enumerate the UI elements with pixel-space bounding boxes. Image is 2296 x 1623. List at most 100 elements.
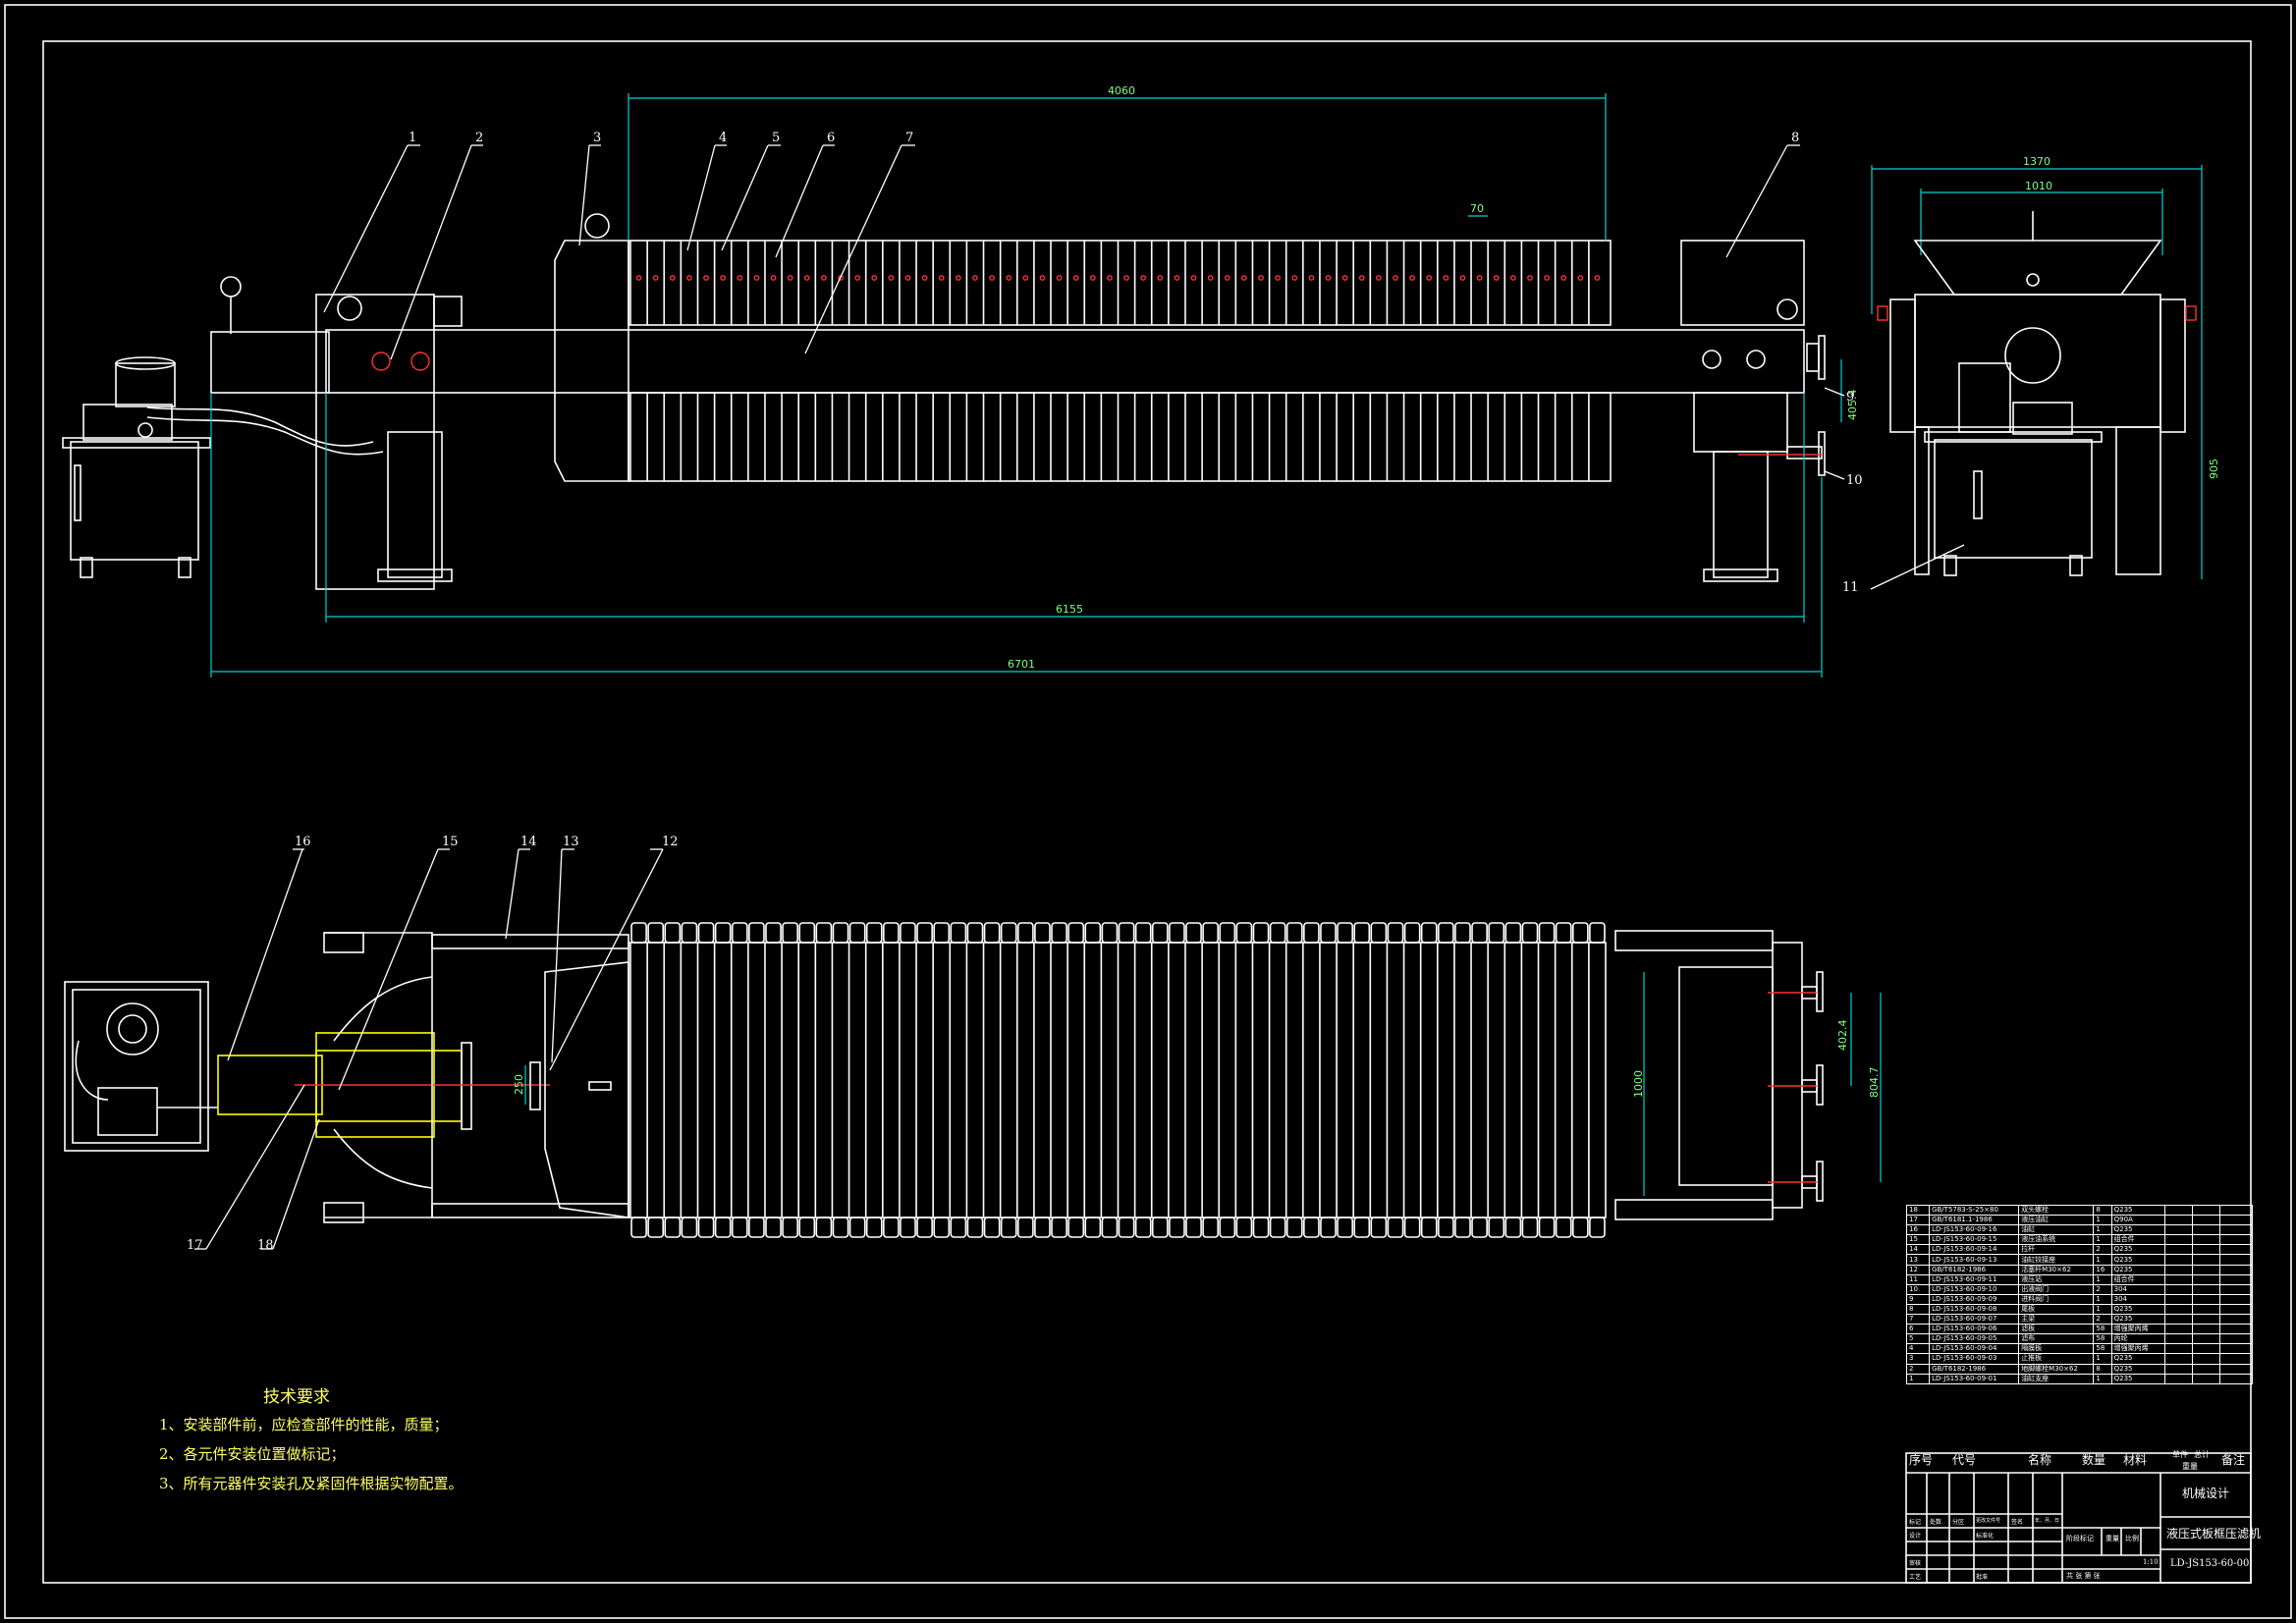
table-cell-empty [2164,1314,2194,1325]
plate-port [1358,275,1365,281]
table-cell-empty [2192,1254,2221,1266]
plate-port [686,275,692,281]
balloon-9: 9 [1846,390,1854,405]
table-cell: 2 [2093,1314,2112,1325]
table-cell-empty [2164,1283,2194,1295]
table-cell: Q235 [2110,1264,2166,1275]
plate-pack-bottom [628,392,1612,482]
plate-handle [1589,1217,1606,1238]
table-cell-empty [2219,1283,2253,1295]
table-cell: 液压站 [2018,1273,2095,1285]
plate-port [1509,275,1516,281]
plate-handle [1471,1217,1488,1238]
plate-handle [1151,1217,1169,1238]
plate-handle [815,1217,833,1238]
plate-port [652,275,659,281]
plate-handle [1202,922,1220,944]
table-cell: 双头螺栓 [2018,1204,2095,1217]
balloon-16: 16 [295,835,311,849]
plate-port [1157,275,1164,281]
sheet-border-outer [4,4,2292,1619]
table-cell-empty [2164,1343,2194,1355]
top-view-leaders: 16 15 14 13 12 17 18 [187,835,679,1253]
dim-side-inner: 1010 [2025,180,2052,192]
plate-handle [1471,922,1488,944]
table-cell: 2 [2093,1244,2112,1256]
table-cell: 58 [2093,1333,2112,1345]
plate-handle [900,922,916,944]
plate-port [1089,275,1096,281]
table-cell-empty [2192,1244,2221,1256]
plate-handle [1571,922,1589,944]
table-cell-empty [2219,1324,2253,1335]
tb-label-review: 审核 [1909,1560,1922,1567]
table-cell: Q235 [2110,1303,2166,1316]
table-cell: 8 [2093,1363,2112,1375]
table-cell: Q235 [2110,1363,2166,1375]
plate-handle [1353,1217,1371,1238]
bom-header-name: 名称 [2028,1453,2052,1467]
tb-drawing-code: LD-JS153-60-00 [2170,1558,2250,1569]
plate-handle [883,922,900,944]
table-cell: 16 [2093,1264,2112,1275]
table-cell: 1 [2093,1234,2112,1246]
table-cell: Q235 [2110,1353,2166,1365]
plate-port [1375,275,1382,281]
tb-label-process: 工艺 [1909,1574,1922,1581]
plate-handle [1320,922,1337,944]
plate-port [720,275,727,281]
table-cell-empty [2219,1254,2253,1266]
plate-handle [1504,1217,1522,1238]
plate-handle [983,922,1001,944]
dim-side-total: 1370 [2023,155,2050,168]
table-cell: 7 [1905,1314,1931,1325]
title-block-frame [1905,1452,2252,1584]
bom-header-code: 代号 [1952,1453,1977,1467]
table-cell-empty [2219,1244,2253,1256]
plate-port [1140,275,1147,281]
plate-handle [748,922,765,944]
plate-handle [1504,922,1522,944]
plate-port [1241,275,1247,281]
table-cell-empty [2192,1373,2221,1384]
table-cell-empty [2219,1234,2253,1246]
table-cell: 油缸支座 [2018,1373,2095,1384]
table-cell: 10 [1905,1283,1931,1295]
bom-header-material: 材料 [2123,1453,2148,1467]
table-cell: 6 [1905,1324,1931,1335]
front-view-leaders: 1 2 3 4 5 6 7 8 9 10 11 [323,131,1965,595]
plate-handle [1353,922,1371,944]
plate-handle [664,1217,682,1238]
table-cell: 组合件 [2110,1234,2166,1246]
plate-handle [1101,922,1119,944]
plate-port [1493,275,1500,281]
plate-handle [1370,922,1388,944]
plate-port [904,275,911,281]
plate-port [938,275,945,281]
dim-plate-height: 1000 [1632,1070,1645,1098]
plate-port [820,275,827,281]
plate-handle [1016,1217,1034,1238]
plate-handle [1185,1217,1202,1238]
balloon-1: 1 [409,131,416,145]
tech-req-item-1: 1、安装部件前，应检查部件的性能，质量； [159,1416,449,1434]
plate-handle [865,922,883,944]
plate-port [737,275,743,281]
table-cell-empty [2219,1333,2253,1345]
plate-handle [933,1217,951,1238]
balloon-12: 12 [662,835,679,849]
plate-handle [1202,1217,1220,1238]
plate-handle [714,1217,732,1238]
plate-handle [1387,922,1404,944]
tb-design: 机械设计 [2182,1487,2230,1500]
plate-handle [1269,1217,1286,1238]
balloon-10: 10 [1846,473,1863,488]
table-cell-empty [2164,1353,2194,1365]
table-cell: 1 [2093,1353,2112,1365]
table-cell: 主梁 [2018,1314,2095,1325]
table-cell-empty [2164,1363,2194,1375]
